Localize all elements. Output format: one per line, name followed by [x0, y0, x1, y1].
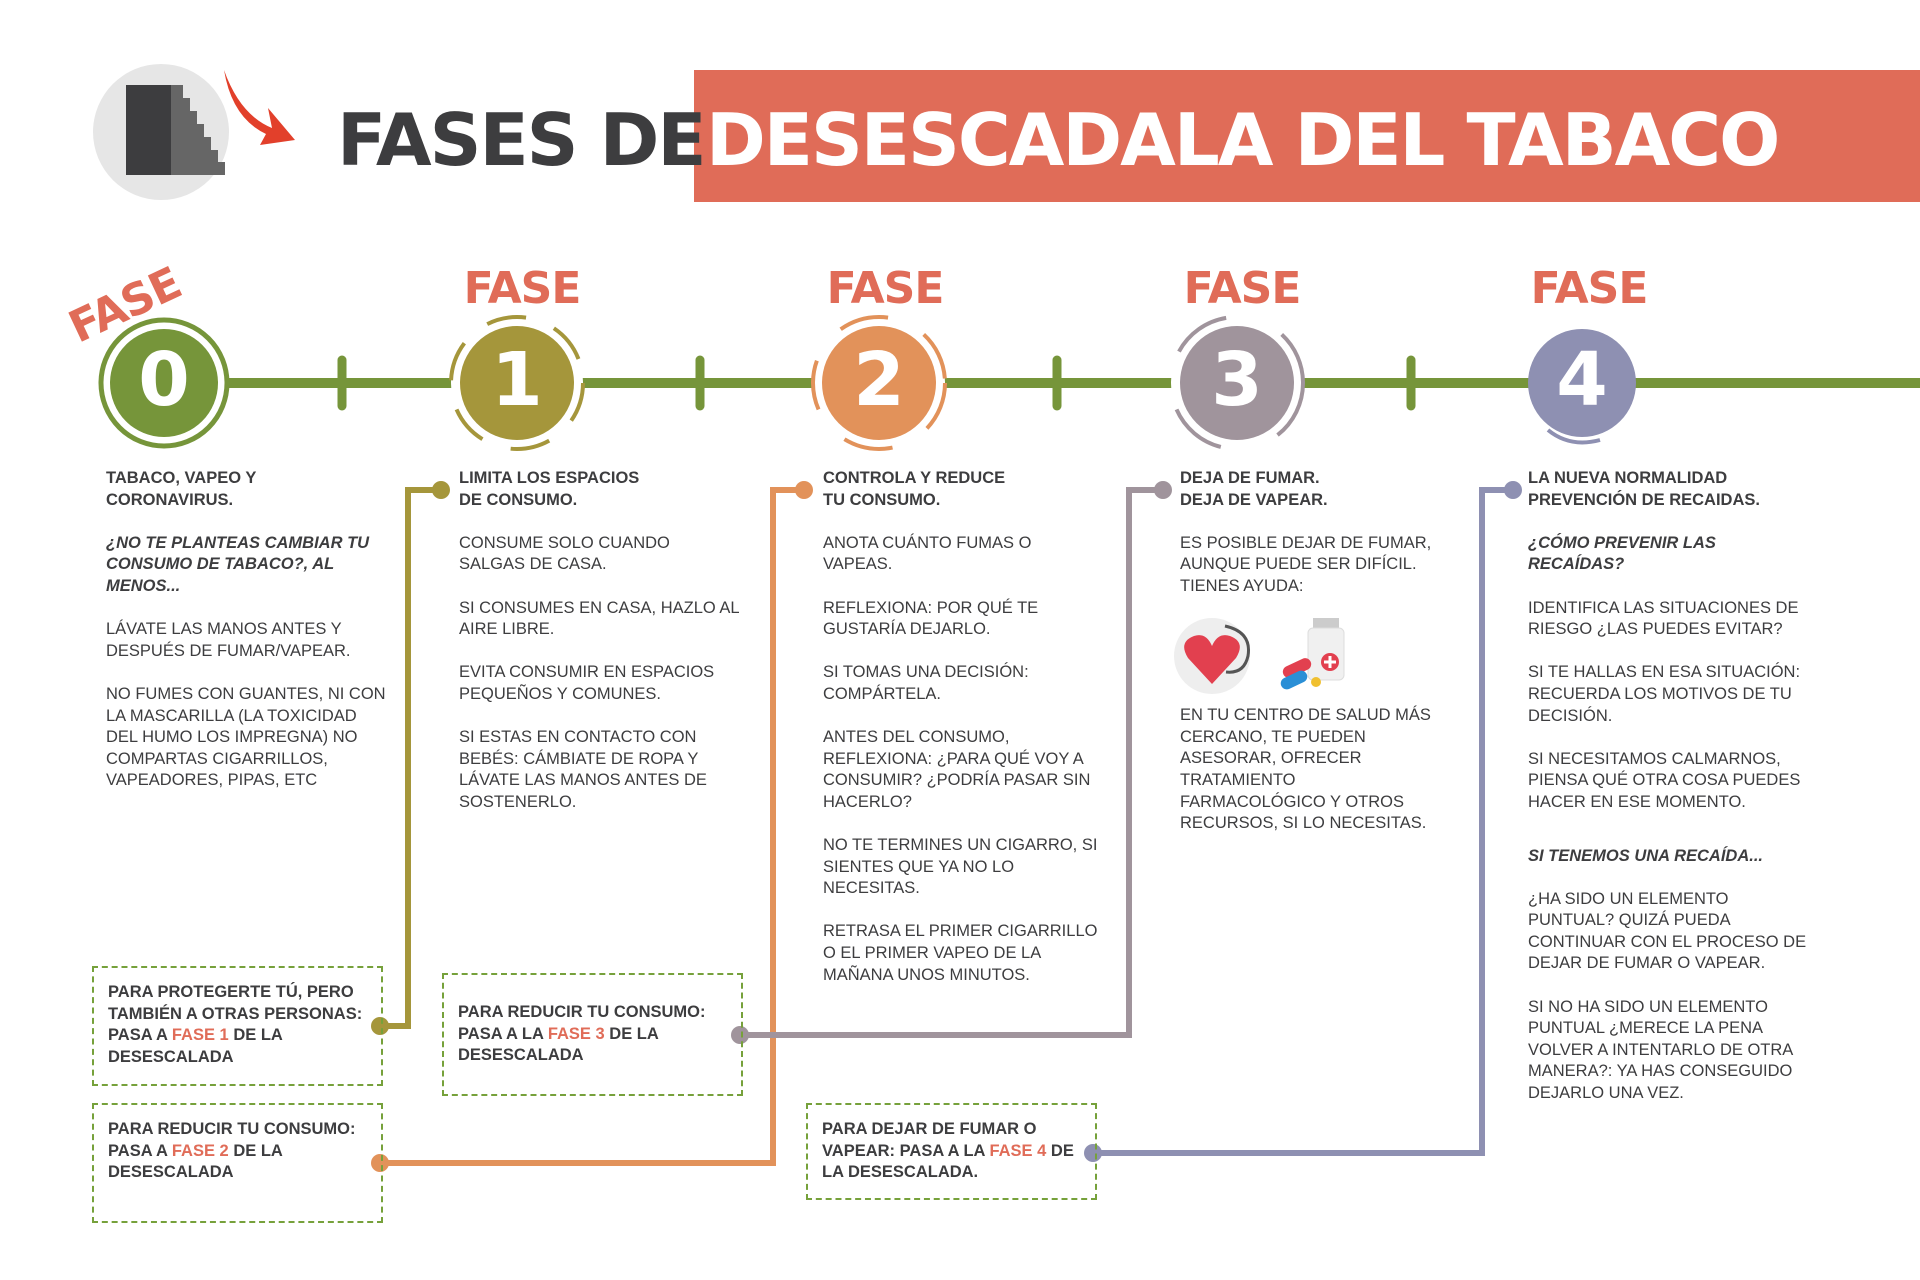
phase-paragraph: SI CONSUMES EN CASA, HAZLO AL AIRE LIBRE…	[459, 598, 739, 639]
phase-3-number: 3	[1211, 337, 1263, 423]
phase-1-badge	[449, 315, 585, 451]
phase-title-line: PREVENCIÓN DE RECAIDAS.	[1528, 490, 1760, 509]
phase-2-badge	[811, 315, 947, 451]
phase-title-line: CORONAVIRUS.	[106, 490, 234, 509]
phase-3-badge	[1169, 315, 1305, 451]
phase-paragraph: ANTES DEL CONSUMO, REFLEXIONA: ¿PARA QUÉ…	[823, 728, 1091, 811]
health-icons	[1174, 618, 1345, 694]
phase-title: CONTROLA Y REDUCE TU CONSUMO.	[823, 468, 1103, 511]
phase-paragraph: ¿HA SIDO UN ELEMENTO PUNTUAL? QUIZÁ PUED…	[1528, 889, 1807, 973]
phase-title-line: DEJA DE VAPEAR.	[1180, 490, 1328, 509]
next-phase-box-1: PARA PROTEGERTE TÚ, PERO TAMBIÉN A OTRAS…	[92, 966, 383, 1086]
box-text: DE LA DESESCALADA.	[822, 1141, 1074, 1182]
phase-paragraph: SI ESTAS EN CONTACTO CON BEBÉS: CÁMBIATE…	[459, 728, 707, 811]
phase-paragraph: LÁVATE LAS MANOS ANTES Y DESPUÉS DE FUMA…	[106, 620, 351, 660]
phase-paragraph: EVITA CONSUMIR EN ESPACIOS PEQUEÑOS Y CO…	[459, 663, 715, 703]
connector-phase2	[380, 487, 804, 1166]
box-text: DE LA DESESCALADA	[458, 1024, 659, 1065]
phase-paragraph: NO FUMES CON GUANTES, NI CON LA MASCARIL…	[106, 684, 386, 790]
phase-paragraph: ¿NO TE PLANTEAS CAMBIAR TU CONSUMO DE TA…	[106, 533, 370, 595]
box-text: PARA PROTEGERTE TÚ, PERO TAMBIÉN A OTRAS…	[108, 983, 363, 1045]
phase-3-column: DEJA DE FUMAR. DEJA DE VAPEAR. ES POSIBLE …	[1180, 468, 1440, 856]
phase-paragraph: NO TE TERMINES UN CIGARRO, SI SIENTES QU…	[823, 836, 1098, 898]
stairs-down-arrow-icon	[93, 64, 295, 200]
phase-4-badge	[1528, 329, 1636, 445]
phase-3-label: FASE	[1183, 263, 1302, 314]
phase-link: FASE 3	[547, 1024, 605, 1043]
next-phase-box-2: PARA REDUCIR TU CONSUMO: PASA A FASE 2 D…	[92, 1103, 383, 1223]
phase-1-column: LIMITA LOS ESPACIOS DE CONSUMO. CONSUME SO…	[459, 468, 739, 835]
phase-title-line: TABACO, VAPEO Y	[106, 469, 257, 487]
title-highlight: DESESCADALA DEL TABACO	[706, 98, 1780, 182]
phase-1-number: 1	[491, 337, 543, 423]
phase-paragraph: EN TU CENTRO DE SALUD MÁS CERCANO, TE PU…	[1180, 706, 1431, 833]
phase-0-badge	[98, 317, 230, 449]
box-text: PARA REDUCIR TU CONSUMO: PASA A LA	[458, 1003, 706, 1043]
phase-link: FASE 2	[171, 1141, 229, 1160]
phase-1-label: FASE	[463, 263, 582, 314]
connector-phase1	[380, 487, 441, 1029]
phase-paragraph: ¿CÓMO PREVENIR LAS RECAÍDAS?	[1528, 533, 1716, 574]
phase-2-number: 2	[853, 337, 905, 423]
phase-link: FASE 1	[171, 1026, 229, 1045]
phase-title-line: DEJA DE FUMAR.	[1180, 469, 1320, 487]
phase-title-line: LA NUEVA NORMALIDAD	[1528, 469, 1728, 487]
pills-bottle-icon	[1280, 618, 1345, 690]
phase-paragraph: ES POSIBLE DEJAR DE FUMAR, AUNQUE PUEDE …	[1180, 533, 1432, 595]
phase-4-label: FASE	[1530, 263, 1649, 314]
phase-title-line: CONTROLA Y REDUCE	[823, 469, 1006, 487]
connector-phase4	[1093, 487, 1513, 1156]
next-phase-box-3: PARA REDUCIR TU CONSUMO: PASA A LA FASE …	[442, 973, 743, 1096]
phase-title-line: TU CONSUMO.	[823, 490, 941, 509]
phase-paragraph: IDENTIFICA LAS SITUACIONES DE RIESGO ¿LA…	[1528, 598, 1799, 639]
phase-4-number: 4	[1556, 337, 1608, 423]
phase-title: DEJA DE FUMAR. DEJA DE VAPEAR.	[1180, 468, 1440, 511]
box-text: PARA DEJAR DE FUMAR O VAPEAR: PASA A LA	[822, 1120, 1037, 1160]
title-dark: FASES DE	[337, 98, 707, 182]
phase-title: LIMITA LOS ESPACIOS DE CONSUMO.	[459, 468, 739, 511]
phase-2-column: CONTROLA Y REDUCE TU CONSUMO. ANOTA CUÁNTO…	[823, 468, 1103, 1008]
next-phase-box-4: PARA DEJAR DE FUMAR O VAPEAR: PASA A LA …	[806, 1103, 1097, 1200]
box-text: DE LA DESESCALADA	[108, 1026, 283, 1066]
title-banner	[694, 70, 1920, 202]
phase-title: LA NUEVA NORMALIDAD PREVENCIÓN DE RECAIDA…	[1528, 468, 1808, 511]
connector-phase3	[740, 487, 1163, 1038]
phase-title: TABACO, VAPEO Y CORONAVIRUS.	[106, 468, 386, 511]
phase-link: FASE 4	[989, 1141, 1047, 1160]
phase-0-number: 0	[138, 337, 190, 423]
phase-paragraph: SI TE HALLAS EN ESA SITUACIÓN: RECUERDA …	[1528, 663, 1801, 725]
phase-title-line: DE CONSUMO.	[459, 490, 578, 509]
phase-paragraph: REFLEXIONA: POR QUÉ TE GUSTARÍA DEJARLO.	[823, 598, 1039, 639]
box-text: PARA REDUCIR TU CONSUMO: PASA A	[108, 1120, 356, 1160]
phase-paragraph: SI TOMAS UNA DECISIÓN: COMPÁRTELA.	[823, 663, 1029, 703]
phase-0-column: TABACO, VAPEO Y CORONAVIRUS. ¿NO TE PLANTE…	[106, 468, 386, 814]
timeline-ticks	[337, 355, 1416, 411]
phase-paragraph: SI TENEMOS UNA RECAÍDA...	[1528, 846, 1763, 865]
phase-4-column: LA NUEVA NORMALIDAD PREVENCIÓN DE RECAIDA…	[1528, 468, 1808, 1126]
phase-paragraph: SI NO HA SIDO UN ELEMENTO PUNTUAL ¿MEREC…	[1528, 997, 1793, 1103]
phase-2-label: FASE	[826, 263, 945, 314]
box-text: DE LA DESESCALADA	[108, 1141, 283, 1182]
phase-paragraph: CONSUME SOLO CUANDO SALGAS DE CASA.	[459, 533, 670, 574]
connector-dots	[371, 481, 1522, 1172]
phase-paragraph: SI NECESITAMOS CALMARNOS, PIENSA QUÉ OTR…	[1528, 749, 1801, 811]
phase-paragraph: RETRASA EL PRIMER CIGARRILLO O EL PRIMER…	[823, 922, 1098, 984]
phase-title-line: LIMITA LOS ESPACIOS	[459, 469, 640, 487]
phase-paragraph: ANOTA CUÁNTO FUMAS O VAPEAS.	[823, 533, 1032, 574]
